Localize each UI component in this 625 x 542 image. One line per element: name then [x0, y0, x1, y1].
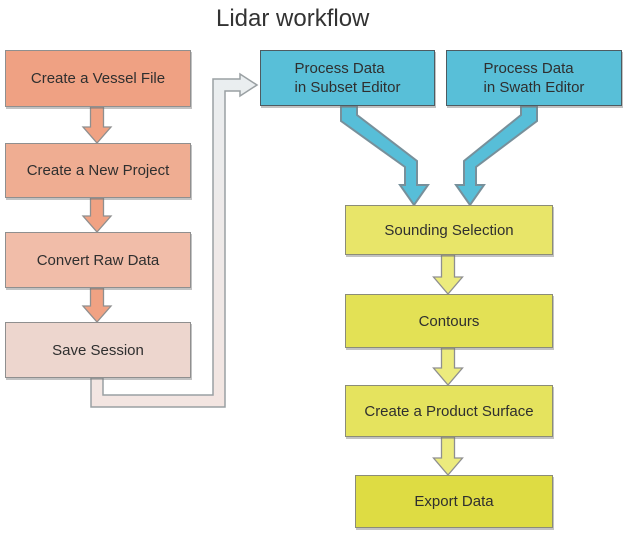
flow-box-label: Save Session	[52, 341, 144, 359]
flow-box-convert-raw-data: Convert Raw Data	[5, 232, 191, 288]
arrow-sounding-selection-to-contours	[432, 254, 464, 296]
flow-box-label-line2: in Subset Editor	[294, 79, 401, 96]
flow-box-label: Create a Vessel File	[30, 70, 166, 87]
arrow-subset-editor-to-sounding-selection	[340, 105, 430, 207]
flow-box-create-vessel-file: Create a Vessel File	[5, 50, 191, 107]
flow-box-export-data: Export Data	[355, 475, 553, 528]
flow-box-process-data-subset-editor: Process Data in Subset Editor	[260, 50, 435, 106]
arrow-swath-editor-to-sounding-selection	[454, 105, 538, 207]
arrow-vessel-file-to-new-project	[81, 106, 113, 144]
arrow-contours-to-product-surface	[432, 347, 464, 387]
pipe-arrow-save-session-to-subset-editor	[90, 72, 259, 408]
flow-box-label: Export Data	[414, 493, 494, 510]
flow-box-create-product-surface: Create a Product Surface	[345, 385, 553, 437]
flow-box-label: Sounding Selection	[384, 221, 514, 239]
flow-box-label: Create a New Project	[26, 162, 170, 179]
flow-box-label-line1: Process Data	[483, 60, 574, 77]
flow-box-label-line2: in Swath Editor	[483, 79, 585, 96]
flow-box-process-data-swath-editor: Process Data in Swath Editor	[446, 50, 622, 106]
arrow-new-project-to-convert-raw	[81, 197, 113, 233]
flow-box-label: Convert Raw Data	[36, 251, 160, 269]
flow-box-sounding-selection: Sounding Selection	[345, 205, 553, 255]
flow-box-label: Contours	[418, 312, 480, 330]
flow-box-save-session: Save Session	[5, 322, 191, 378]
flow-box-create-new-project: Create a New Project	[5, 143, 191, 198]
flow-box-label-line1: Process Data	[294, 60, 385, 77]
arrow-convert-raw-to-save-session	[81, 287, 113, 323]
page-title: Lidar workflow	[216, 5, 370, 32]
flow-box-label: Create a Product Surface	[364, 402, 534, 420]
arrow-product-surface-to-export-data	[432, 436, 464, 477]
flow-box-contours: Contours	[345, 294, 553, 348]
